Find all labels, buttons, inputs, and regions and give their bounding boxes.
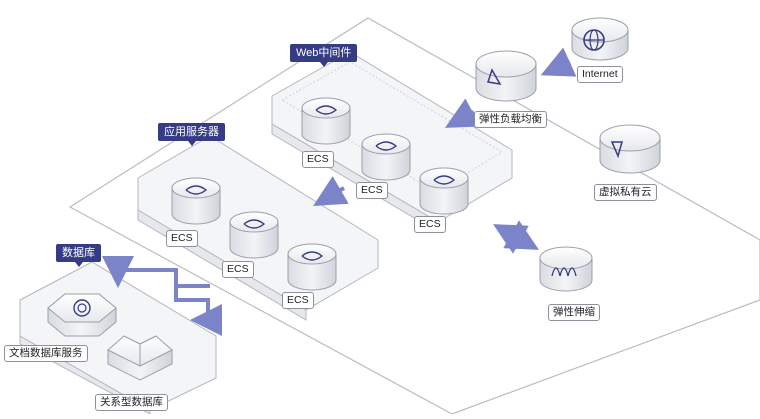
arrow-internet-to-elb [540, 47, 577, 77]
internet-label: Internet [577, 66, 623, 83]
arrow-elb-to-web [444, 98, 481, 128]
web-middleware-title: Web中间件 [290, 44, 358, 67]
rel-db-label: 关系型数据库 [95, 394, 168, 411]
ecs-label: ECS [282, 292, 314, 309]
doc-db-icon [47, 293, 117, 337]
balancer-icon [475, 50, 537, 102]
arrow-web-to-app [313, 176, 349, 207]
arrow-app-to-docdb [102, 256, 210, 288]
autoscaling-label: 弹性伸缩 [548, 304, 600, 321]
ecs-label: ECS [414, 216, 446, 233]
autoscale-icon [539, 246, 593, 292]
vpc-label: 虚拟私有云 [594, 184, 657, 201]
ecs-label: ECS [302, 151, 334, 168]
ecs-label: ECS [166, 230, 198, 247]
load-balancer-label: 弹性负载均衡 [474, 111, 547, 128]
vpc-icon [599, 124, 661, 174]
arrow-app-to-reldb [174, 286, 222, 336]
server-icon [171, 97, 469, 291]
rel-db-icon [107, 335, 173, 381]
ecs-label: ECS [222, 261, 254, 278]
database-title: 数据库 [56, 244, 101, 267]
globe-icon [571, 17, 629, 61]
ecs-label: ECS [356, 182, 388, 199]
arrow-web-autoscale [493, 220, 539, 254]
doc-db-label: 文档数据库服务 [4, 345, 88, 362]
app-server-title: 应用服务器 [158, 123, 225, 146]
